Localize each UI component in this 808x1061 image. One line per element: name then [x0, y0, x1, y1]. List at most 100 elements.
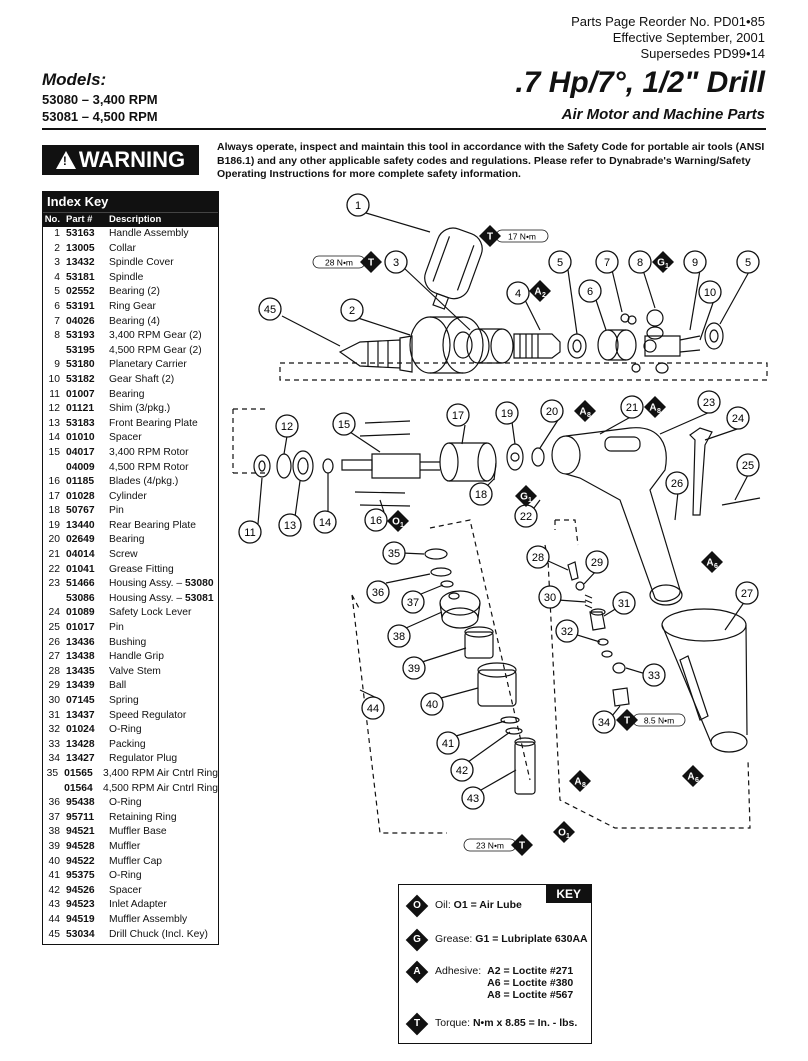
svg-text:O: O: [392, 517, 400, 528]
svg-text:A: A: [534, 287, 541, 298]
svg-text:A: A: [579, 407, 586, 418]
part-description: Gear Shaft (2): [109, 373, 175, 385]
adhesive-a2: A2 = Loctite #271: [487, 965, 574, 977]
callout-45: 45: [258, 297, 282, 321]
svg-text:40: 40: [426, 699, 438, 711]
part-index: 36: [48, 797, 60, 809]
callout-22: 22: [514, 504, 538, 528]
part-number: 13440: [66, 519, 95, 531]
key-oil: O Oil: O1 = Air Lube: [405, 894, 522, 918]
svg-text:16: 16: [370, 515, 382, 527]
part-index: 45: [48, 928, 60, 940]
callout-27: 27: [735, 581, 759, 605]
part-number: 94526: [66, 884, 95, 896]
key-adhesive: A Adhesive: A2 = Loctite #271 A6 = Locti…: [405, 960, 574, 1001]
part-description: Packing: [109, 738, 146, 750]
part-index: 25: [48, 622, 60, 634]
part-description: Handle Grip: [109, 651, 164, 663]
callout-10: 10: [698, 280, 722, 304]
part-index: 44: [48, 913, 60, 925]
torque-value: 17 N•m: [508, 232, 536, 242]
part-index: 12: [48, 403, 60, 415]
part-number: 02552: [66, 286, 95, 298]
adhesive-a8: A8 = Loctite #567: [487, 989, 574, 1001]
part-description: 4,500 RPM Rotor: [109, 461, 189, 473]
part-description: Handle Assembly: [109, 228, 189, 239]
svg-text:9: 9: [692, 257, 698, 269]
part-index: 41: [48, 870, 60, 882]
part-description: O-Ring: [109, 724, 142, 736]
part-index: 35: [46, 767, 59, 779]
part-description: Shim (3/pkg.): [109, 403, 171, 415]
key-torque: T Torque: N•m x 8.85 = In. - lbs.: [405, 1012, 577, 1036]
callout-19: 19: [495, 401, 519, 425]
svg-text:1: 1: [400, 522, 404, 529]
part-number: 04026: [66, 315, 95, 327]
callout-9: 9: [683, 250, 707, 274]
part-number: 50767: [66, 505, 95, 517]
part-number: 53193: [66, 330, 95, 342]
torque-value: 8.5 N•m: [644, 716, 674, 726]
part-number: 53195: [66, 344, 95, 356]
part-index: 40: [48, 855, 60, 867]
part-description: Bearing (2): [109, 286, 160, 298]
part-index: 29: [48, 680, 60, 692]
page-subtitle: Air Motor and Machine Parts: [561, 106, 765, 123]
part-description: Muffler Cap: [109, 855, 163, 867]
part-index: 1: [54, 228, 60, 239]
part-number: 01121: [66, 403, 95, 415]
spec-marker-t: 8.5 N•mT: [616, 709, 686, 731]
svg-text:38: 38: [393, 631, 405, 643]
grease-spec: G1 = Lubriplate 630AA: [475, 933, 588, 945]
callout-36: 36: [366, 580, 390, 604]
svg-text:11: 11: [244, 527, 255, 539]
svg-text:6: 6: [587, 286, 593, 298]
svg-text:5: 5: [745, 257, 751, 269]
part-number: 53034: [66, 928, 95, 940]
callout-21: 21: [620, 395, 644, 419]
warning-text: Always operate, inspect and maintain thi…: [217, 141, 765, 180]
part-index: 26: [48, 636, 60, 648]
part-description: Valve Stem: [109, 665, 161, 677]
part-index: 16: [48, 476, 60, 488]
svg-text:5: 5: [557, 257, 563, 269]
svg-text:G: G: [520, 492, 528, 503]
spec-marker-t: 17 N•mT: [479, 225, 549, 247]
svg-text:28: 28: [532, 552, 544, 564]
part-number: 04017: [66, 446, 95, 458]
col-desc: Description: [109, 214, 162, 225]
callout-3: 3: [384, 250, 408, 274]
callout-18: 18: [469, 482, 493, 506]
part-index: 4: [54, 271, 60, 283]
svg-text:44: 44: [367, 703, 379, 715]
callout-26: 26: [665, 471, 689, 495]
part-description: Rear Bearing Plate: [109, 519, 197, 531]
svg-text:30: 30: [544, 592, 556, 604]
part-description: O-Ring: [109, 797, 142, 809]
index-key-row: 40 94522 Muffler Cap: [43, 855, 218, 870]
page-title: .7 Hp/7°, 1/2" Drill: [515, 66, 765, 99]
part-number: 94522: [66, 855, 95, 867]
part-number: 01041: [66, 563, 95, 575]
part-description: 4,500 RPM Air Cntrl Ring: [102, 782, 218, 794]
